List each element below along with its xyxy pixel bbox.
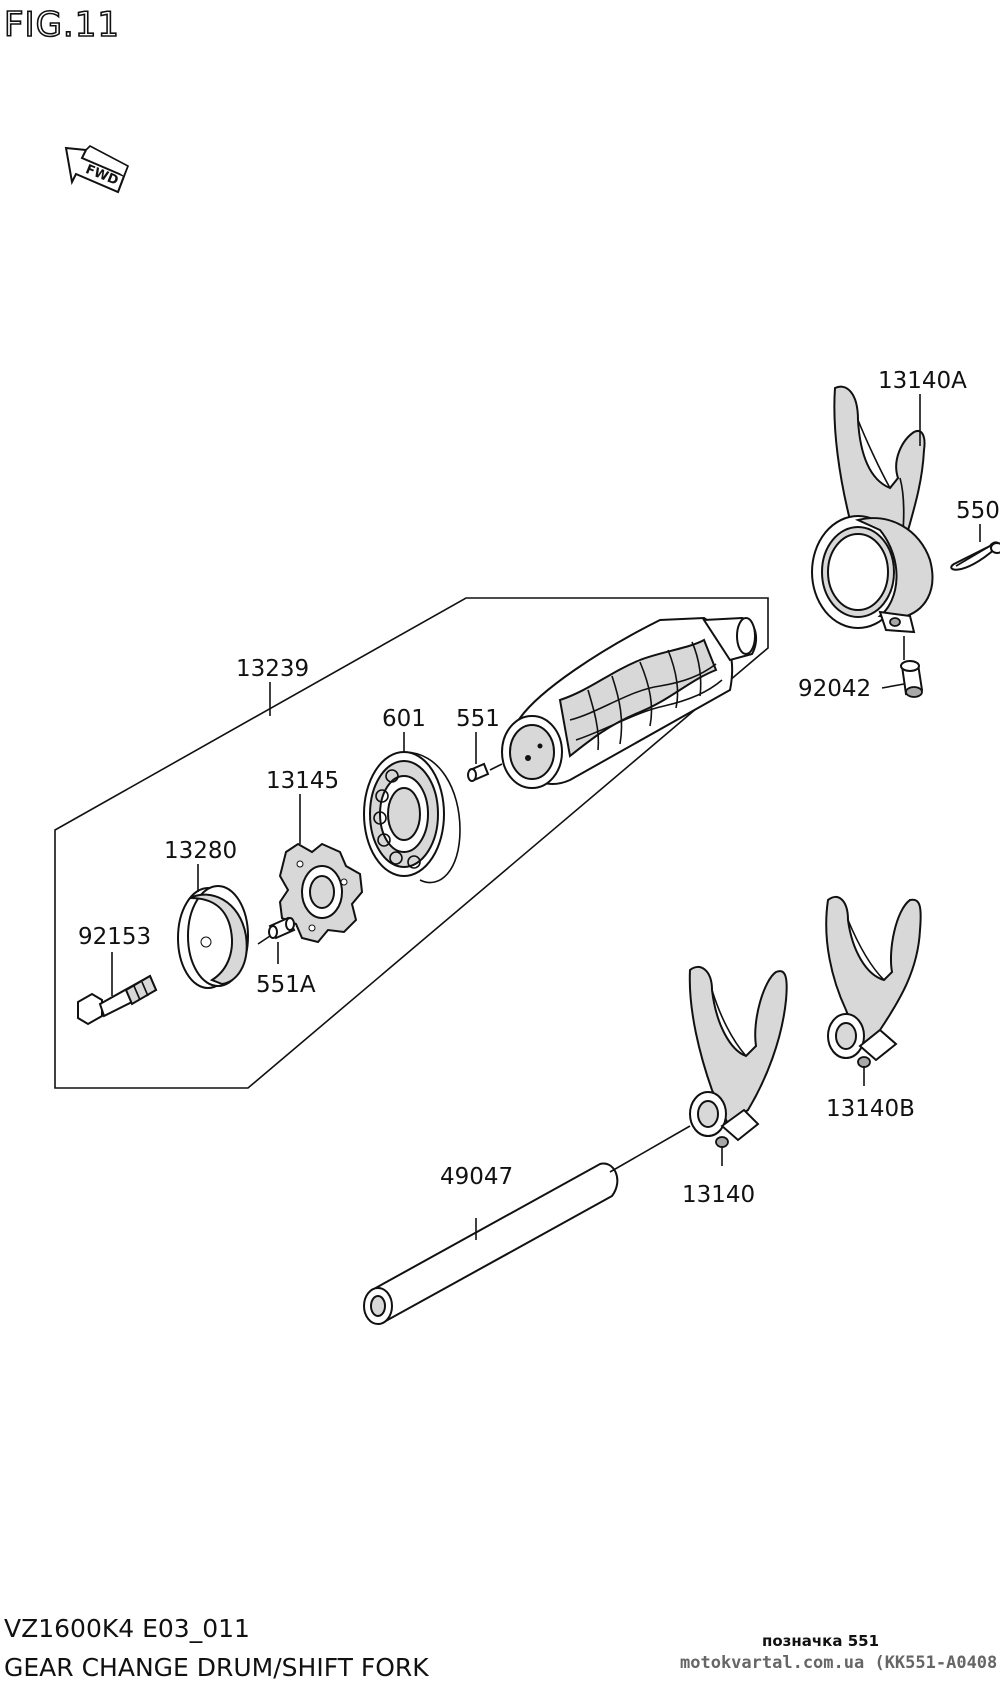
fwd-arrow-icon: FWD (64, 145, 130, 194)
shift-fork-13140B (825, 895, 922, 1086)
pin-551A (257, 916, 296, 945)
cotter-pin-550 (950, 541, 1000, 571)
shift-fork-13140 (688, 965, 788, 1166)
retainer-plate-13280 (177, 885, 249, 989)
shift-fork-13140A (811, 385, 934, 634)
callout-550: 550 (956, 498, 1000, 524)
guide-pin-92042 (900, 660, 924, 698)
callout-13145: 13145 (266, 768, 339, 794)
callout-92042: 92042 (798, 676, 871, 702)
shift-fork-shaft-49047 (363, 1125, 691, 1325)
callout-551A: 551A (256, 972, 316, 998)
callout-13140A: 13140A (878, 368, 967, 394)
callout-601: 601 (382, 706, 426, 732)
figure-title: FIG.11 (4, 5, 120, 45)
bolt-92153 (77, 974, 158, 1026)
drum-assembly-outline (54, 597, 769, 1089)
watermark-line-2: motokvartal.com.ua (KK551-A0408) (680, 1653, 1000, 1673)
pin-551 (467, 762, 503, 782)
callout-92153: 92153 (78, 924, 151, 950)
callout-13239: 13239 (236, 656, 309, 682)
bearing-601 (363, 751, 461, 884)
callout-13280: 13280 (164, 838, 237, 864)
model-code: VZ1600K4 E03_011 (4, 1614, 250, 1643)
watermark-line-1: позначка 551 (762, 1632, 879, 1650)
leader-92042 (881, 683, 905, 689)
callout-551: 551 (456, 706, 500, 732)
gear-shift-drum (501, 616, 758, 789)
stopper-plate-13145 (278, 842, 364, 944)
callout-13140B: 13140B (826, 1096, 915, 1122)
callout-49047: 49047 (440, 1164, 513, 1190)
section-title: GEAR CHANGE DRUM/SHIFT FORK (4, 1653, 429, 1682)
callout-13140: 13140 (682, 1182, 755, 1208)
